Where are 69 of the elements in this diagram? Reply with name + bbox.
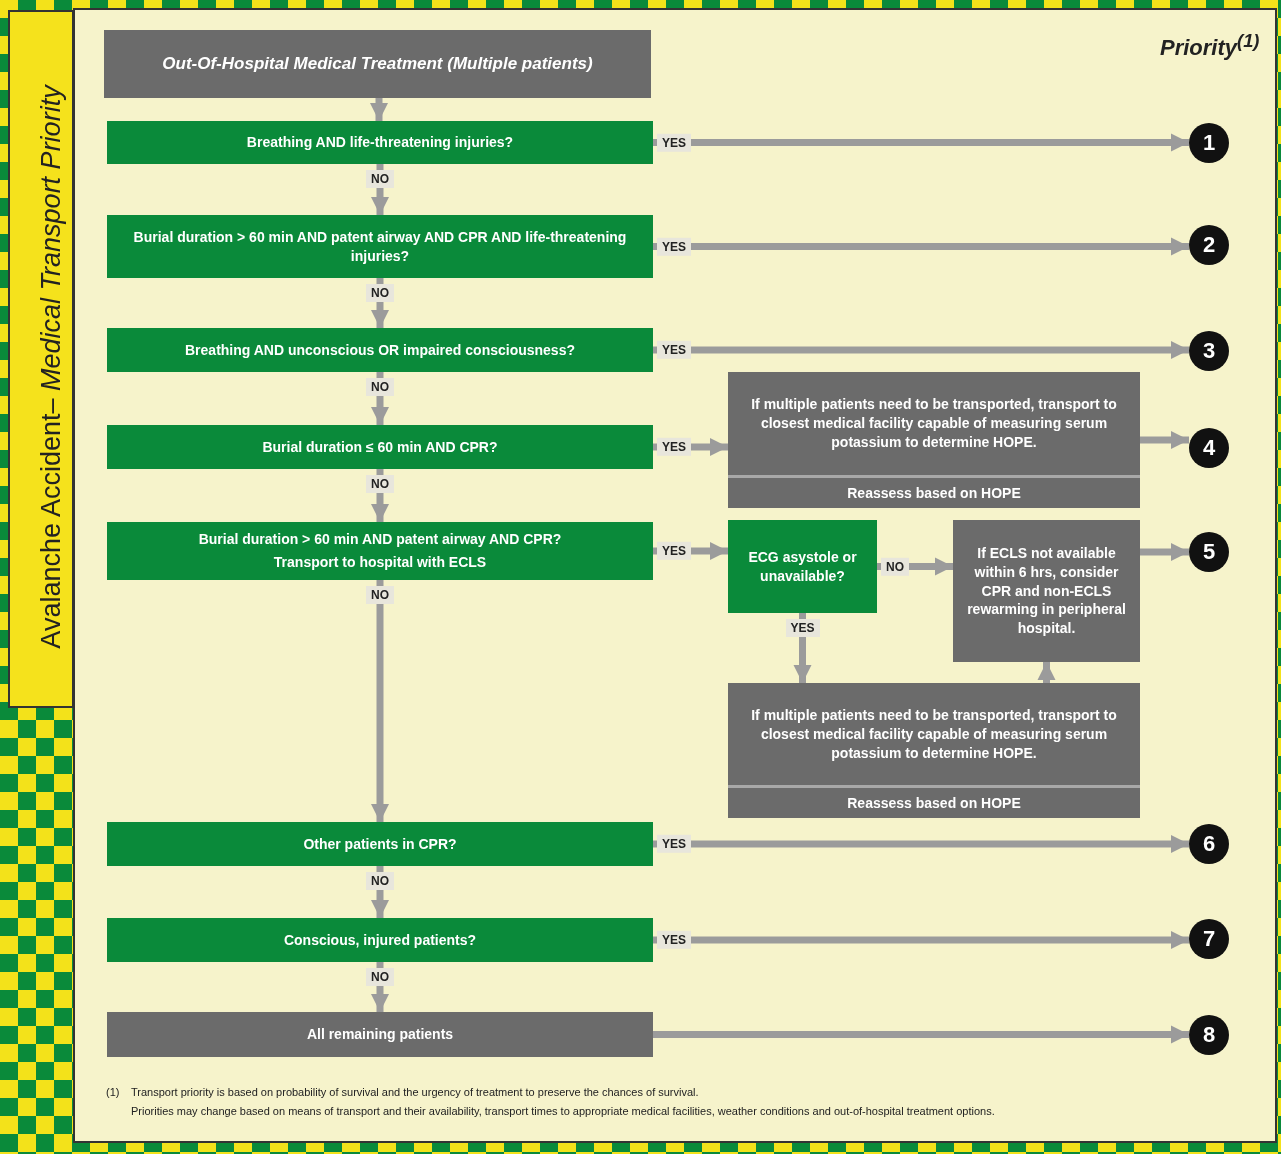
decision-box [728, 520, 877, 613]
edge-label: YES [657, 930, 691, 950]
arrow [653, 931, 1189, 949]
box-text: Conscious, injured patients? [282, 930, 478, 950]
decision-box [107, 918, 653, 962]
box-text: Breathing AND unconscious OR impaired consciousness? [184, 340, 576, 360]
priority-number: 6 [1201, 833, 1217, 855]
start-box [104, 30, 651, 98]
priority-number: 2 [1201, 234, 1217, 256]
box-text: Burial duration ≤ 60 min AND CPR? [261, 437, 499, 457]
edge-label: YES [657, 133, 691, 152]
decision-box [107, 425, 653, 469]
process-box [953, 520, 1140, 662]
reassess-bar: Reassess based on HOPE [728, 785, 1140, 818]
edge-label: YES [657, 437, 691, 457]
arrow [653, 341, 1189, 359]
footnote-text: Transport priority is based on probability of survival and the urgency of treatment to preserve the chances of survival. [131, 1086, 699, 1098]
box-text: Other patients in CPR? [302, 834, 458, 854]
arrow [653, 237, 1189, 256]
arrow [370, 98, 388, 121]
arrow [1140, 543, 1189, 561]
column-heading: Priority$^{(1)}$ [1160, 30, 1260, 62]
arrow [653, 1025, 1189, 1044]
diagram-title: Avalanche Accident– Medical Transport Priority [35, 85, 67, 649]
decision-box [107, 328, 653, 372]
arrow [653, 133, 1189, 152]
edge-label: YES [785, 619, 820, 638]
box-text: All remaining patients [305, 1025, 455, 1045]
box-text: Out-Of-Hospital Medical Treatment (Multiple patients) [161, 52, 594, 75]
box-text: If multiple patients need to be transported, transport to closest medical facility capable of measuring serum potassium to determine HOPE. [750, 395, 1118, 452]
priority-number: 5 [1201, 541, 1217, 563]
edge-label: NO [366, 378, 394, 397]
process-box [107, 1012, 653, 1057]
edge-label: NO [881, 557, 909, 576]
edge-label: NO [366, 475, 394, 494]
edge-label: YES [657, 834, 691, 854]
edge-label: YES [657, 340, 691, 360]
reassess-bar: Reassess based on HOPE [728, 475, 1140, 508]
edge-label: NO [366, 968, 394, 987]
edge-label: YES [657, 237, 691, 256]
edge-label: NO [366, 284, 394, 303]
priority-number: 4 [1201, 437, 1217, 459]
process-box [728, 683, 1140, 818]
decision-box [107, 215, 653, 278]
footnote-mark: (1) [106, 1086, 120, 1098]
decision-box [107, 822, 653, 866]
box-text: If multiple patients need to be transported, transport to closest medical facility capable of measuring serum potassium to determine HOPE. [750, 705, 1118, 763]
box-text: ECG asystole or unavailable? [747, 547, 858, 586]
decision-box [107, 522, 653, 580]
edge-label: NO [366, 170, 394, 189]
arrow [1037, 662, 1056, 683]
decision-box [107, 121, 653, 164]
process-box [728, 372, 1140, 508]
box-text: Transport to hospital with ECLS [272, 553, 488, 572]
priority-number: 8 [1201, 1024, 1217, 1046]
edge-label: NO [366, 586, 394, 605]
priority-number: 1 [1201, 132, 1217, 154]
priority-number: 3 [1201, 340, 1217, 362]
box-text: Burial duration > 60 min AND patent airway AND CPR AND life-threatening injuries? [132, 227, 628, 266]
box-text: Burial duration > 60 min AND patent airway AND CPR? [197, 530, 563, 550]
priority-number: 7 [1201, 928, 1217, 950]
box-text: Breathing AND life-threatening injuries? [245, 133, 515, 153]
edge-label: NO [366, 872, 394, 891]
arrow [653, 835, 1189, 853]
box-text: If ECLS not available within 6 hrs, consider CPR and non-ECLS rewarming in peripheral hospital. [966, 543, 1127, 639]
arrow [371, 580, 389, 822]
edge-label: YES [657, 541, 691, 561]
arrow [1140, 431, 1189, 449]
footnote-text: Priorities may change based on means of transport and their availability, transport times to appropriate medical facilities, weather conditions and out-of-hospital treatment options. [131, 1105, 995, 1117]
